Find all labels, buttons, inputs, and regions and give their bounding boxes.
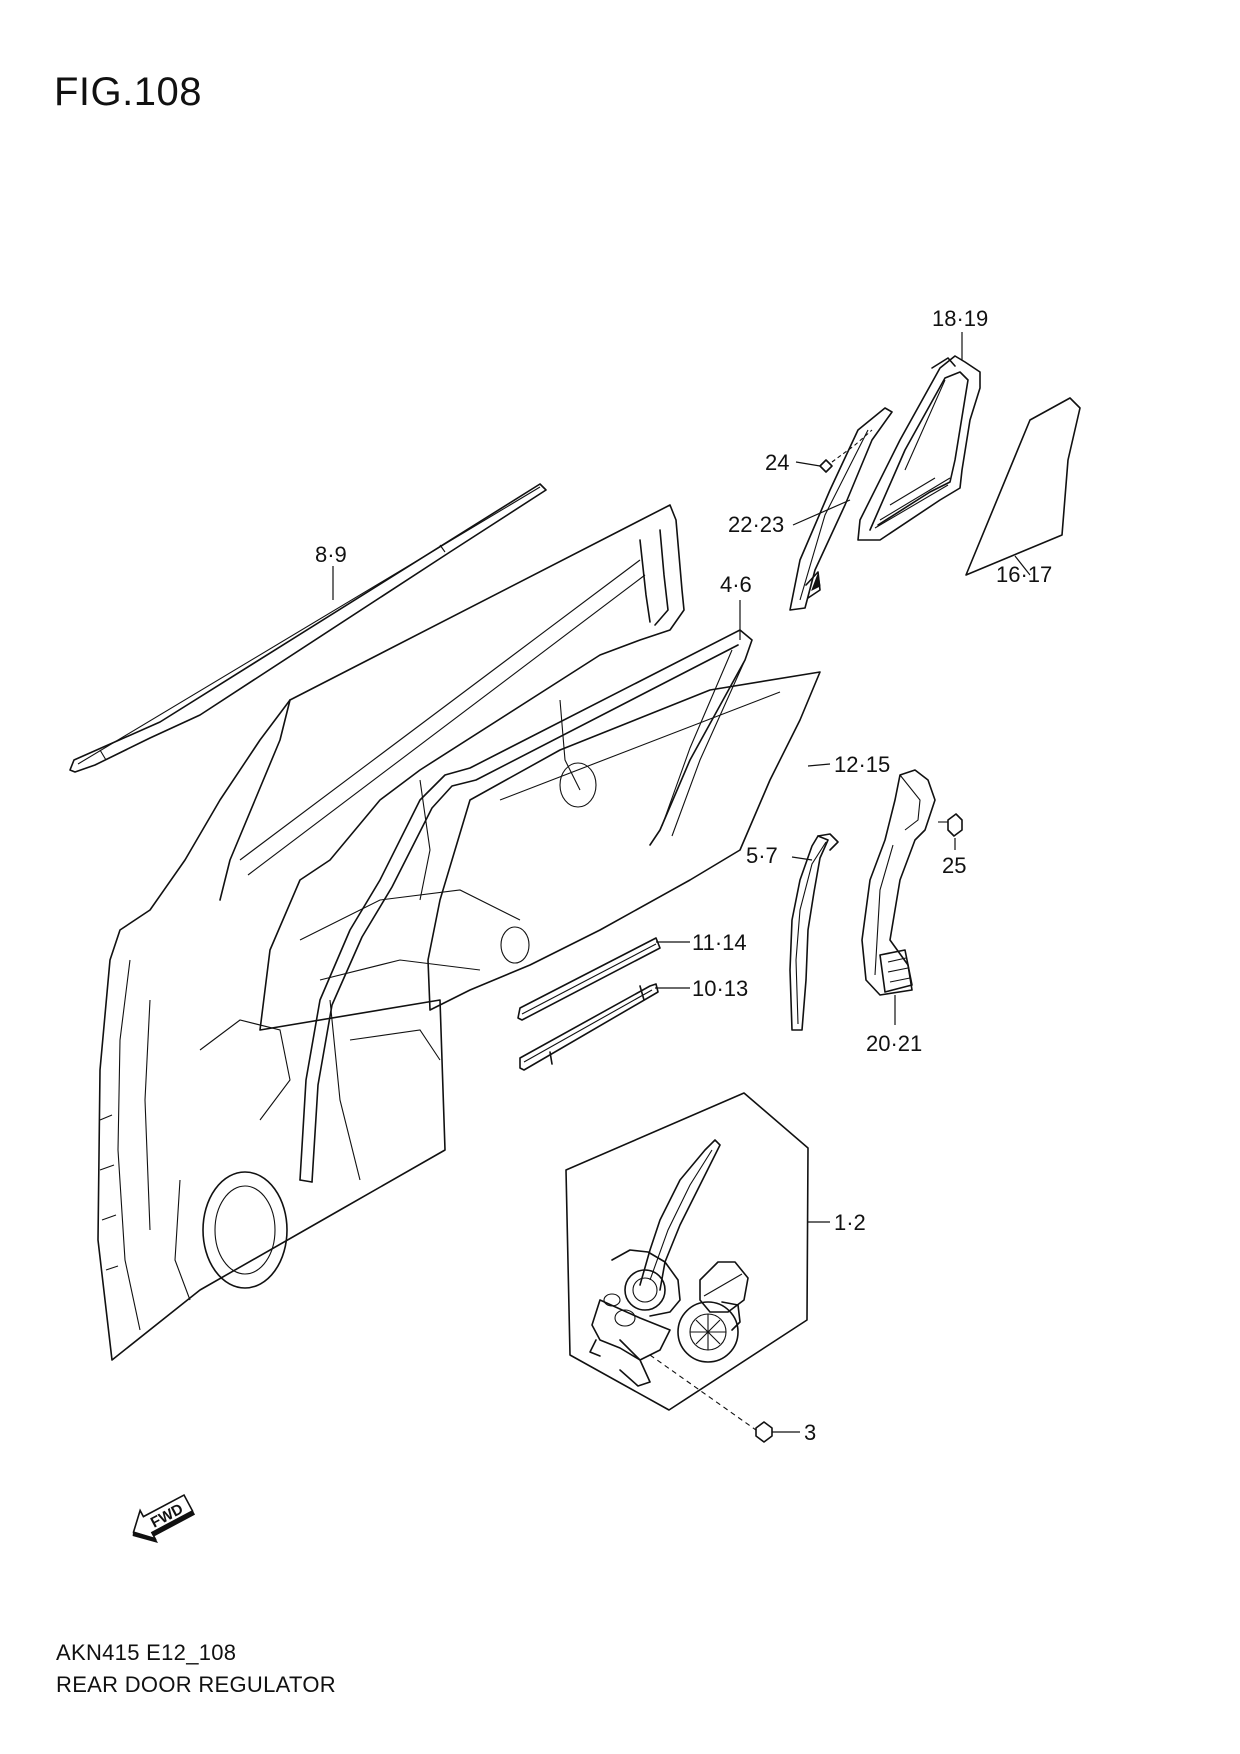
- bolt-25: [938, 813, 963, 837]
- callout-1-2: 1·2: [834, 1210, 866, 1235]
- belt-molding: [69, 483, 547, 773]
- bolt-3: [649, 1354, 773, 1443]
- door-sash-frame: [299, 629, 753, 1183]
- leader-lines: [332, 332, 1031, 1433]
- drawing-code: AKN415 E12_108: [56, 1640, 237, 1665]
- callout-16-17: 16·17: [996, 562, 1052, 587]
- screw-24: [819, 429, 873, 473]
- regulator-assembly: [565, 1092, 809, 1411]
- rear-channel-front: [789, 407, 893, 611]
- callout-3: 3: [804, 1420, 816, 1445]
- run-channel-rear: [789, 833, 839, 1031]
- outer-weatherstrip: [519, 983, 659, 1071]
- callout-labels: 18·19 24 22·23 16·17 8·9 4·6 12·15 25 5·…: [315, 306, 1052, 1445]
- quarter-window-frame: [857, 355, 981, 541]
- callout-18-19: 18·19: [932, 306, 988, 331]
- quarter-glass: [965, 397, 1081, 576]
- callout-25: 25: [942, 853, 966, 878]
- door-glass: [427, 671, 821, 1011]
- callout-12-15: 12·15: [834, 752, 890, 777]
- callout-22-23: 22·23: [728, 512, 784, 537]
- callout-4-6: 4·6: [720, 572, 752, 597]
- callout-8-9: 8·9: [315, 542, 347, 567]
- callout-5-7: 5·7: [746, 843, 778, 868]
- inner-weatherstrip: [517, 937, 661, 1021]
- callout-20-21: 20·21: [866, 1031, 922, 1056]
- fwd-arrow-icon: FWD: [132, 1493, 196, 1544]
- figure-title: FIG.108: [54, 70, 203, 114]
- door-shell: [97, 504, 685, 1361]
- drawing-name: REAR DOOR REGULATOR: [56, 1672, 336, 1697]
- callout-10-13: 10·13: [692, 976, 748, 1001]
- callout-11-14: 11·14: [692, 930, 747, 955]
- lower-sash-channel: [861, 769, 936, 996]
- callout-24: 24: [765, 450, 789, 475]
